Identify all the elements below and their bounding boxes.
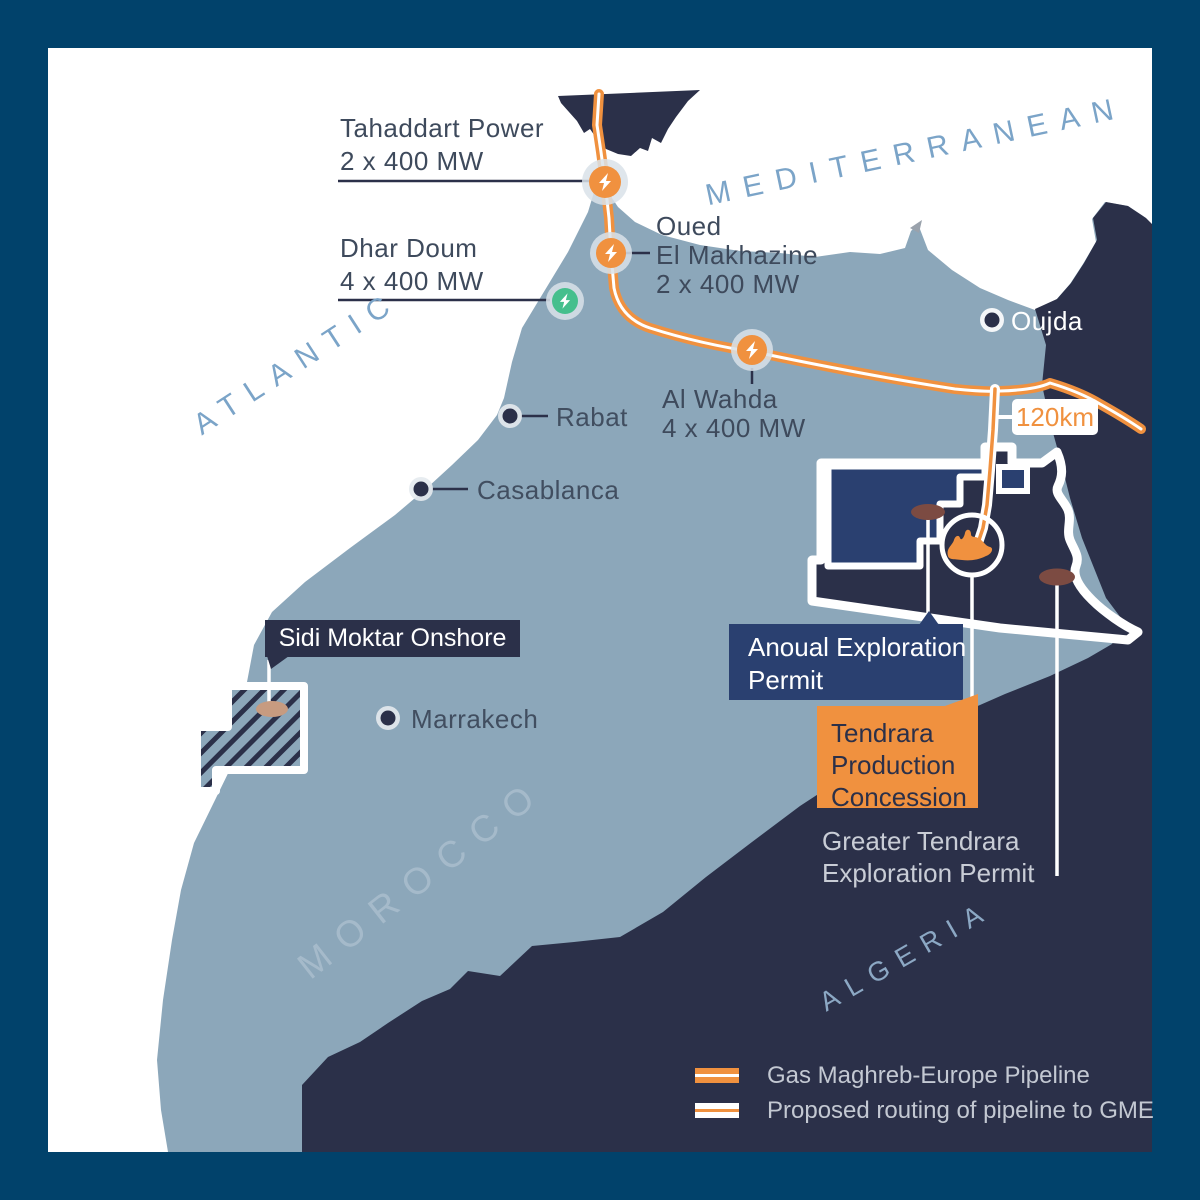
tahaddart-plant-label: Tahaddart Power 2 x 400 MW xyxy=(340,112,544,178)
plant-name: Dhar Doum xyxy=(340,233,478,263)
plant-name: Tahaddart Power xyxy=(340,113,545,143)
power-plant-marker-dhar-doum xyxy=(546,282,584,320)
anoual-permit-east-block xyxy=(996,464,1030,494)
gme-pipeline-center-stripe xyxy=(595,92,1143,431)
distance-label: 120km xyxy=(1015,402,1095,432)
casablanca-city-label: Casablanca xyxy=(477,475,620,505)
permit-label-line: Concession xyxy=(831,782,967,812)
power-plant-marker-al-wahda xyxy=(731,329,773,371)
lightning-icon xyxy=(605,244,617,262)
city-marker-marrakech xyxy=(376,706,400,730)
marrakech-city-label: Marrakech xyxy=(411,704,539,734)
legend-proposed-label: Proposed routing of pipeline to GME xyxy=(767,1097,1154,1124)
plant-capacity: 4 x 400 MW xyxy=(662,413,806,443)
tendrara-flame-ring xyxy=(939,512,1005,578)
anoual-permit-label: Anoual Exploration Permit xyxy=(748,631,966,697)
oued-el-makhazine-plant-label: Oued El Makhazine 2 x 400 MW xyxy=(656,212,818,299)
anoual-label-box xyxy=(729,624,963,700)
lightning-icon xyxy=(746,341,758,359)
oujda-city-label: Oujda xyxy=(1011,306,1083,336)
permit-label-line: Production xyxy=(831,750,956,780)
power-plant-marker-tahaddart xyxy=(582,159,628,205)
permit-label-line: Greater Tendrara xyxy=(822,826,1020,856)
gas-field-marker-anoual xyxy=(911,504,945,520)
anoual-label-pointer xyxy=(919,611,939,625)
distance-badge xyxy=(1012,399,1098,435)
plant-name: Al Wahda xyxy=(662,384,778,414)
plant-capacity: 2 x 400 MW xyxy=(656,269,800,299)
plant-capacity: 4 x 400 MW xyxy=(340,266,484,296)
greater-tendrara-permit-label: Greater Tendrara Exploration Permit xyxy=(822,825,1034,889)
legend-gme-label: Gas Maghreb-Europe Pipeline xyxy=(767,1062,1090,1089)
city-marker-oujda xyxy=(980,308,1004,332)
proposed-pipeline-route-center xyxy=(976,387,997,545)
gas-field-marker-sidi-moktar xyxy=(256,701,288,717)
permit-label-line: Permit xyxy=(748,665,824,695)
permit-label-line: Anoual Exploration xyxy=(748,632,967,662)
tendrara-concession-label: Tendrara Production Concession xyxy=(831,717,967,813)
sidi-moktar-label-box xyxy=(265,620,520,657)
lightning-icon xyxy=(599,173,611,191)
lightning-icon xyxy=(559,293,571,309)
sidi-moktar-label-pointer xyxy=(267,656,289,669)
tendrara-label-box xyxy=(817,694,978,808)
ceuta-point xyxy=(910,220,922,233)
sidi-moktar-permit-label: Sidi Moktar Onshore xyxy=(278,624,507,652)
city-marker-casablanca xyxy=(409,477,433,501)
dhar-doum-plant-label: Dhar Doum 4 x 400 MW xyxy=(340,232,484,298)
rabat-city-label: Rabat xyxy=(556,402,628,432)
city-marker-rabat xyxy=(498,404,522,428)
gas-field-marker-greater-tendrara xyxy=(1039,568,1075,586)
permit-label-line: Tendrara xyxy=(831,718,934,748)
legend-swatch-gme xyxy=(695,1068,739,1083)
legend-swatch-proposed xyxy=(695,1103,739,1118)
plant-capacity: 2 x 400 MW xyxy=(340,146,484,176)
plant-name: Oued xyxy=(656,211,722,241)
plant-name: El Makhazine xyxy=(656,240,819,270)
power-plant-marker-oued xyxy=(590,232,632,274)
permit-label-line: Exploration Permit xyxy=(822,858,1035,888)
flame-icon xyxy=(947,529,993,561)
al-wahda-plant-label: Al Wahda 4 x 400 MW xyxy=(662,385,806,443)
